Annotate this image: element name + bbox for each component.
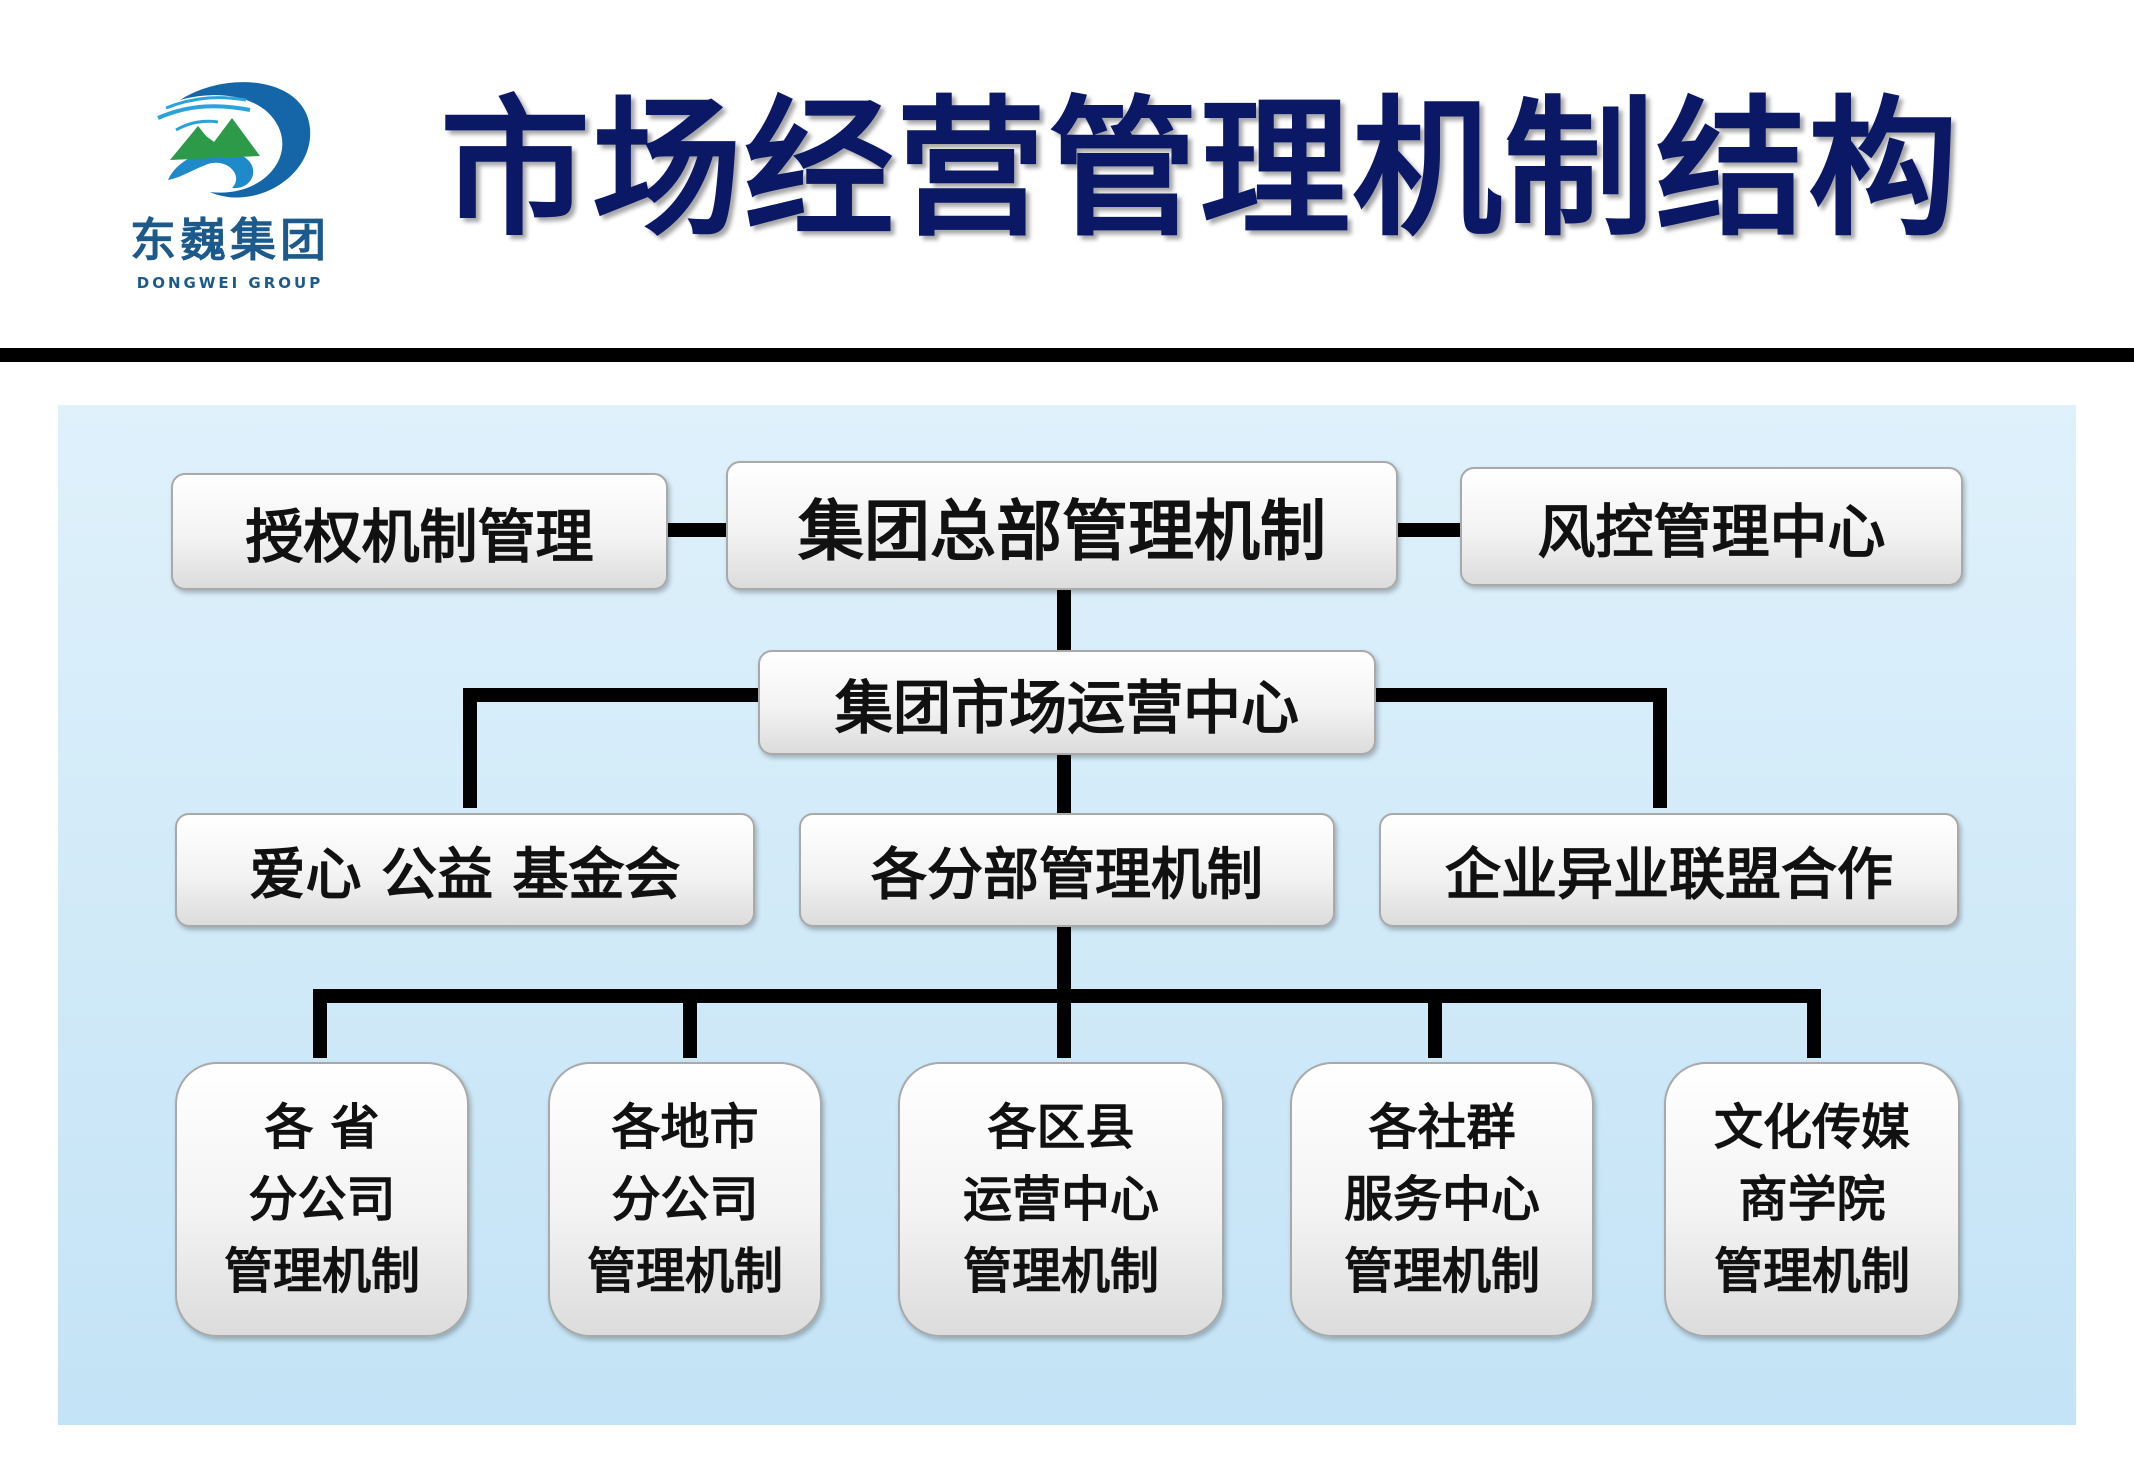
company-logo: 东巍集团 DONGWEI GROUP — [110, 60, 350, 300]
connector-leaves-bus — [313, 989, 1821, 1058]
logo-chinese-name: 东巍集团 — [130, 213, 330, 267]
leaf-line: 管理机制 — [1713, 1242, 1910, 1300]
logo-emblem-icon — [157, 82, 311, 198]
connector-market-to-charity — [463, 688, 758, 808]
leaf-line: 商学院 — [1738, 1170, 1886, 1228]
leaf-line: 管理机制 — [586, 1242, 783, 1300]
connector-market-to-alliance — [1376, 688, 1667, 808]
leaf-line: 各地市 — [611, 1098, 759, 1156]
culture-media-academy-box: 文化传媒 商学院 管理机制 — [1664, 1062, 1960, 1337]
market-operation-center-box: 集团市场运营中心 — [758, 650, 1376, 755]
leaf-line: 服务中心 — [1343, 1170, 1540, 1228]
province-branch-box: 各 省 分公司 管理机制 — [175, 1062, 469, 1337]
leaf-line: 各社群 — [1368, 1098, 1516, 1156]
leaf-line: 管理机制 — [223, 1242, 420, 1300]
alliance-cooperation-box: 企业异业联盟合作 — [1379, 813, 1959, 927]
logo-english-name: DONGWEI GROUP — [136, 274, 324, 292]
county-operation-center-box: 各区县 运营中心 管理机制 — [898, 1062, 1224, 1337]
authorization-management-box: 授权机制管理 — [171, 473, 668, 590]
branch-management-box: 各分部管理机制 — [799, 813, 1335, 927]
leaf-line: 各区县 — [987, 1098, 1135, 1156]
community-service-center-box: 各社群 服务中心 管理机制 — [1290, 1062, 1594, 1337]
city-branch-box: 各地市 分公司 管理机制 — [548, 1062, 822, 1337]
leaf-line: 分公司 — [611, 1170, 759, 1228]
leaf-line: 管理机制 — [962, 1242, 1159, 1300]
charity-foundation-box: 爱心 公益 基金会 — [175, 813, 755, 927]
group-headquarters-box: 集团总部管理机制 — [726, 461, 1398, 590]
leaf-line: 文化传媒 — [1713, 1098, 1910, 1156]
page-title: 市场经营管理机制结构 — [440, 83, 1961, 257]
leaf-line: 运营中心 — [962, 1170, 1159, 1228]
header-divider — [0, 348, 2134, 362]
leaf-line: 分公司 — [248, 1170, 396, 1228]
leaf-line: 各 省 — [264, 1098, 380, 1156]
leaf-line: 管理机制 — [1343, 1242, 1540, 1300]
risk-control-center-box: 风控管理中心 — [1460, 467, 1963, 586]
